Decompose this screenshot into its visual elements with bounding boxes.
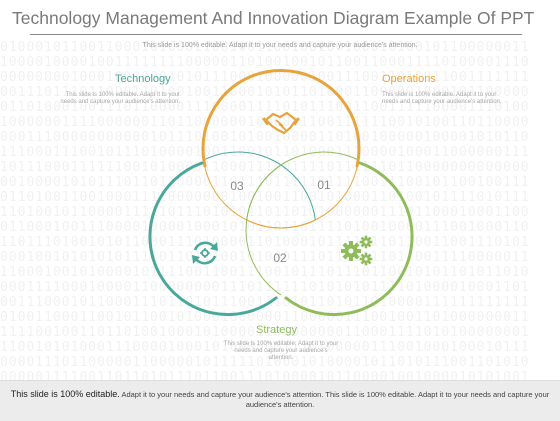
operations-description: This slide is 100% editable. Adapt it to… <box>382 92 502 105</box>
overlap-outline-left-right <box>245 152 316 308</box>
operations-arc <box>201 69 361 168</box>
technology-arc <box>148 161 278 317</box>
number-02: 02 <box>273 251 287 265</box>
footer-lead: This slide is 100% editable. <box>10 389 120 399</box>
strategy-arc <box>284 161 414 317</box>
slide: 0100010110011000101000110010011001001001… <box>0 8 535 380</box>
venn-diagram: 03 01 02 <box>148 69 414 317</box>
footer-bar: This slide is 100% editable. Adapt it to… <box>0 380 560 421</box>
number-01: 01 <box>317 178 331 192</box>
gears-icon <box>341 235 373 266</box>
overlap-outline-technology <box>203 151 317 228</box>
slide-subtitle: This slide is 100% editable. Adapt it to… <box>142 42 418 49</box>
overlap-outline-operations <box>202 152 316 229</box>
footer-text: This slide is 100% editable. Adapt it to… <box>10 389 550 410</box>
technology-label: Technology <box>115 73 171 85</box>
handshake-icon <box>262 111 300 135</box>
overlap-outline-operations-2 <box>246 152 360 229</box>
refresh-icon <box>192 241 218 265</box>
technology-description: This slide is 100% editable. Adapt it to… <box>60 92 180 105</box>
binary-background: 0100010110011000101000110010011001001001… <box>0 40 530 380</box>
strategy-label: Strategy <box>256 324 297 336</box>
footer-body: Adapt it to your needs and capture your … <box>121 390 550 409</box>
page-title: Technology Management And Innovation Dia… <box>12 8 535 28</box>
operations-label: Operations <box>382 73 436 85</box>
title-divider <box>30 34 522 35</box>
overlap-outline-strategy <box>245 151 359 228</box>
strategy-description: This slide is 100% editable. Adapt it to… <box>223 341 339 361</box>
number-03: 03 <box>230 179 244 193</box>
